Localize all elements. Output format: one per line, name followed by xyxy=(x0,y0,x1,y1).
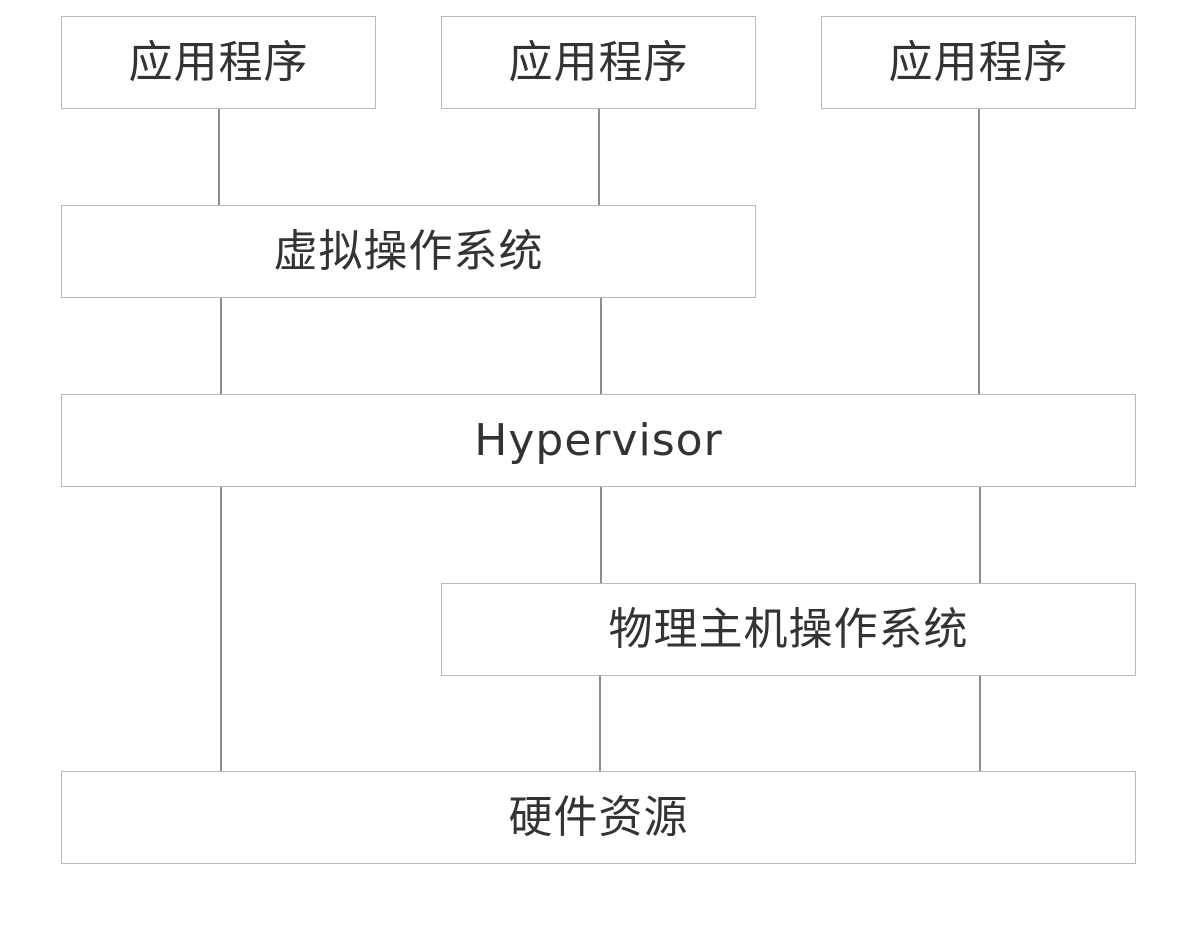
connector-app2-virtual-os xyxy=(598,109,600,206)
connector-hypervisor-host-os-right xyxy=(979,487,981,583)
connector-virtual-os-hypervisor-right xyxy=(600,298,602,394)
application-box-1: 应用程序 xyxy=(61,16,376,109)
connector-app1-virtual-os xyxy=(218,109,220,206)
hardware-label: 硬件资源 xyxy=(508,791,689,843)
host-os-box: 物理主机操作系统 xyxy=(441,583,1136,676)
virtual-os-label: 虚拟操作系统 xyxy=(273,225,544,277)
hardware-box: 硬件资源 xyxy=(61,771,1136,864)
connector-host-os-hardware-left xyxy=(599,676,601,772)
application-box-3: 应用程序 xyxy=(821,16,1136,109)
hypervisor-box: Hypervisor xyxy=(61,394,1136,487)
hypervisor-label: Hypervisor xyxy=(474,414,723,466)
application-label: 应用程序 xyxy=(888,36,1069,88)
connector-app3-hypervisor xyxy=(978,109,980,394)
application-label: 应用程序 xyxy=(128,36,309,88)
application-label: 应用程序 xyxy=(508,36,689,88)
connector-hypervisor-host-os-left xyxy=(600,487,602,583)
connector-hypervisor-hardware xyxy=(220,487,222,772)
application-box-2: 应用程序 xyxy=(441,16,756,109)
host-os-label: 物理主机操作系统 xyxy=(608,603,969,655)
connector-virtual-os-hypervisor-left xyxy=(220,298,222,394)
virtual-os-box: 虚拟操作系统 xyxy=(61,205,756,298)
connector-host-os-hardware-right xyxy=(979,676,981,772)
